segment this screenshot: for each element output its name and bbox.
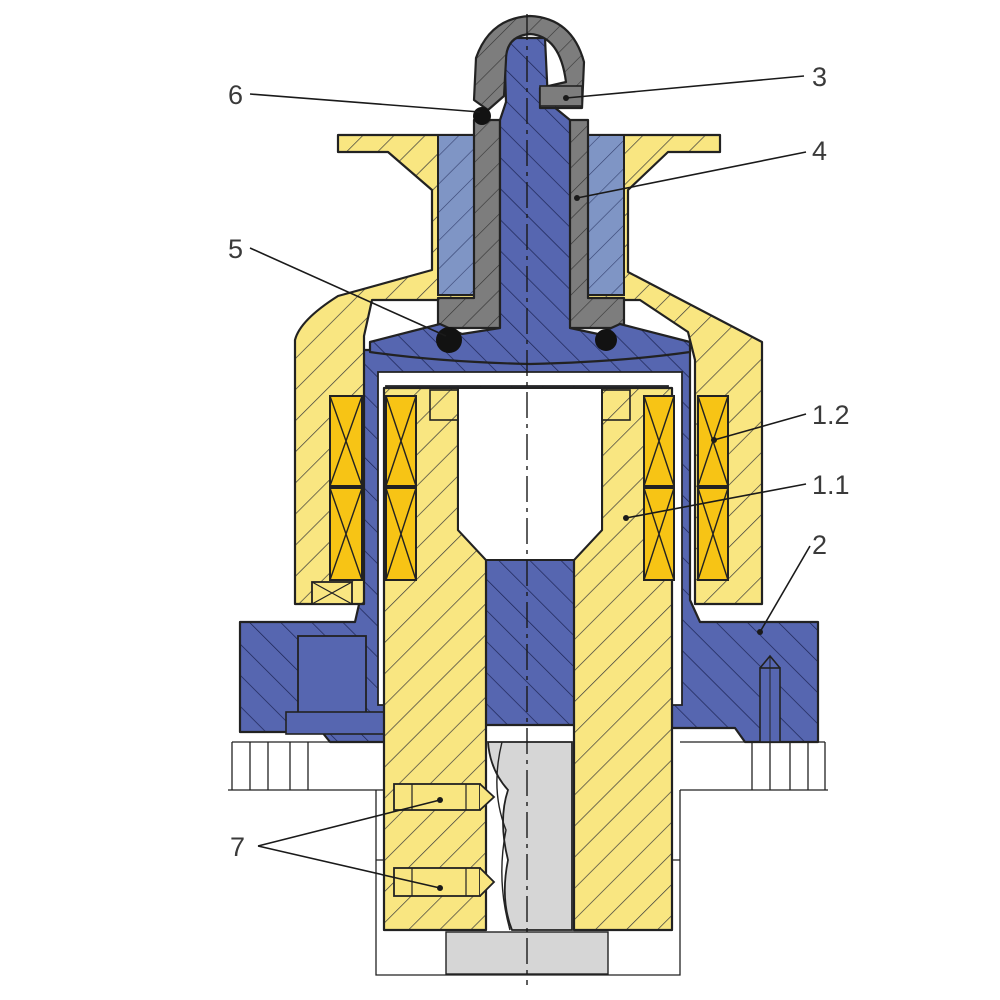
set-screw-lower bbox=[393, 867, 496, 897]
base-step-left bbox=[285, 711, 387, 735]
coil-inner-right bbox=[643, 395, 675, 581]
label-7: 7 bbox=[230, 832, 245, 862]
label-4: 4 bbox=[812, 136, 827, 166]
coil-outer-right bbox=[697, 395, 729, 581]
cap-tip bbox=[539, 85, 583, 107]
base-screw bbox=[759, 654, 781, 790]
base-plate-inner-gap bbox=[377, 371, 683, 706]
base-bolt-pocket bbox=[297, 635, 367, 721]
label-2: 2 bbox=[812, 530, 827, 560]
core-bore bbox=[457, 387, 603, 561]
coil-outer-left bbox=[311, 395, 363, 605]
lower-insert-gray bbox=[487, 741, 573, 931]
callout-6: 6 bbox=[228, 80, 481, 113]
callout-1-1: 1.1 bbox=[623, 470, 850, 521]
coil-inner-left bbox=[385, 395, 417, 581]
callout-3: 3 bbox=[563, 62, 827, 101]
rotor-armature bbox=[368, 36, 692, 366]
callout-1-2: 1.2 bbox=[711, 400, 850, 443]
label-1-1: 1.1 bbox=[812, 470, 850, 500]
sleeve-left bbox=[437, 134, 479, 296]
label-6: 6 bbox=[228, 80, 243, 110]
coils bbox=[311, 395, 729, 605]
label-3: 3 bbox=[812, 62, 827, 92]
callout-4: 4 bbox=[574, 136, 827, 201]
seal-6 bbox=[473, 107, 491, 125]
callout-7: 7 bbox=[230, 797, 443, 891]
label-5: 5 bbox=[228, 234, 243, 264]
set-screw-upper bbox=[393, 783, 496, 811]
break-line bbox=[496, 741, 511, 931]
callout-5: 5 bbox=[228, 234, 447, 337]
label-1-2: 1.2 bbox=[812, 400, 850, 430]
seal-5-left bbox=[436, 327, 462, 353]
callout-2: 2 bbox=[757, 530, 827, 635]
seal-5-right bbox=[595, 329, 617, 351]
